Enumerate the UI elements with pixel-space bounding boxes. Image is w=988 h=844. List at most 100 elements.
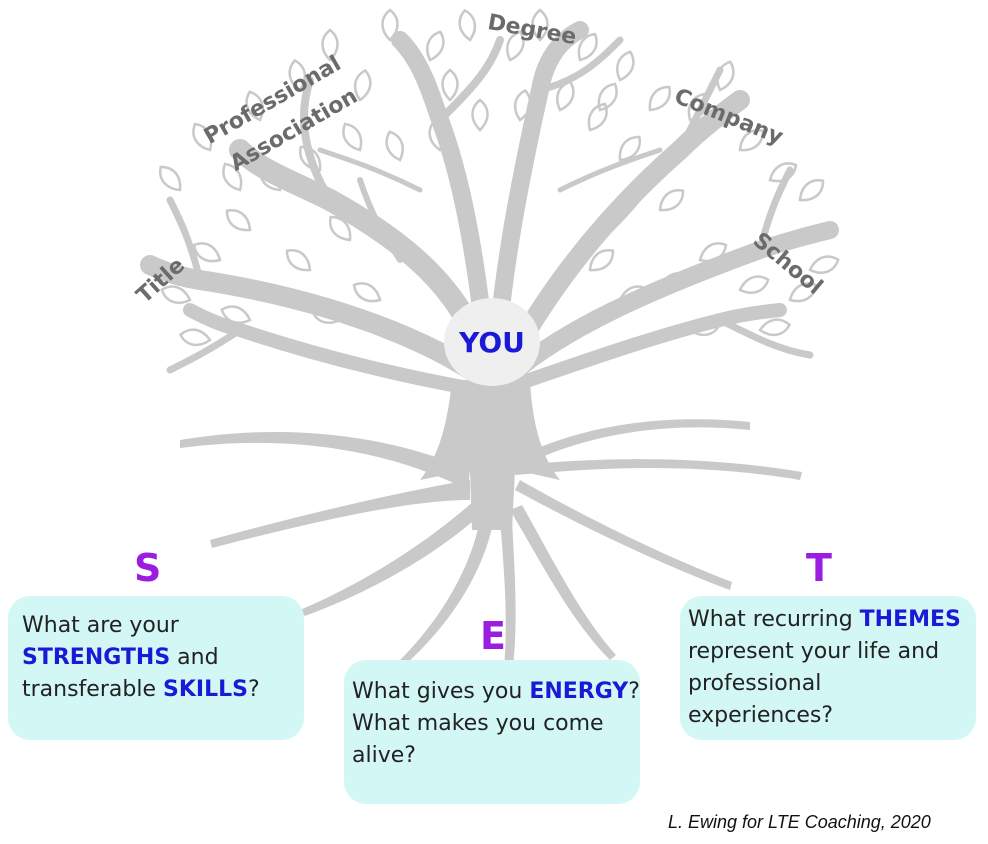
leaf-50 — [222, 162, 243, 192]
leaf-29 — [513, 88, 532, 122]
leaf-16 — [716, 60, 735, 92]
leaf-7 — [381, 8, 399, 42]
leaf-44 — [618, 285, 650, 304]
branch-8 — [493, 303, 787, 397]
leaf-34 — [299, 145, 322, 172]
leaf-42 — [285, 249, 312, 272]
tree-roots — [180, 419, 802, 700]
leaf-31 — [428, 118, 447, 152]
leaf-39 — [178, 328, 212, 347]
leaf-5 — [321, 28, 339, 62]
strengths-line-1: What are your — [22, 613, 179, 638]
leaf-26 — [618, 135, 641, 162]
tree-branches — [140, 21, 839, 397]
energy-line-2: What makes you come — [352, 711, 604, 736]
branch-16 — [716, 316, 814, 359]
strengths-line-3: transferable SKILLS? — [22, 674, 304, 706]
leaf-19 — [798, 179, 825, 202]
leaf-25 — [658, 189, 685, 212]
leaf-23 — [738, 275, 770, 294]
leaf-37 — [192, 242, 222, 263]
root-3 — [300, 500, 480, 616]
themes-line-4: experiences? — [688, 703, 834, 728]
leaf-41 — [252, 282, 282, 303]
branch-17 — [357, 177, 403, 263]
themes-line-1: What recurring THEMES — [688, 604, 976, 636]
leaf-47 — [352, 282, 382, 303]
root-9 — [512, 419, 750, 470]
branch-18 — [597, 157, 663, 243]
tree-leaves — [159, 8, 840, 347]
letter-t: T — [806, 546, 832, 590]
leaf-49 — [688, 318, 722, 337]
leaf-52 — [597, 82, 618, 112]
credit-line: L. Ewing for LTE Coaching, 2020 — [668, 812, 931, 832]
leaf-11 — [531, 8, 549, 42]
leaf-8 — [426, 30, 445, 62]
root-7 — [515, 480, 732, 590]
branch-7 — [183, 303, 487, 397]
leaf-38 — [160, 285, 192, 304]
branch-20 — [317, 147, 423, 193]
leaf-33 — [342, 122, 363, 152]
leaf-10 — [506, 30, 525, 62]
leaf-27 — [587, 102, 608, 132]
leaf-13 — [616, 50, 635, 82]
leaf-1 — [159, 165, 182, 192]
leaf-28 — [556, 80, 575, 112]
you-circle: YOU — [444, 298, 540, 386]
branch-6 — [140, 255, 495, 390]
energy-qmark: ? — [628, 679, 640, 704]
leaf-36 — [225, 209, 252, 232]
energy-line-3: alive? — [352, 743, 416, 768]
skills-keyword: SKILLS — [162, 677, 248, 702]
branch-15 — [166, 326, 244, 374]
themes-line-3: professional — [688, 671, 822, 696]
leaf-43 — [329, 215, 352, 242]
leaf-17 — [738, 129, 765, 152]
strengths-transferable: transferable — [22, 677, 163, 702]
leaf-6 — [353, 68, 372, 102]
themes-line-2: represent your life and — [688, 639, 940, 664]
energy-keyword: ENERGY — [529, 679, 629, 704]
leaf-14 — [648, 85, 671, 112]
leaf-35 — [259, 165, 282, 192]
root-5 — [500, 520, 516, 700]
branch-5 — [496, 221, 839, 389]
themes-box: What recurring THEMES represent your lif… — [680, 596, 976, 740]
tree-trunk — [420, 380, 560, 530]
leaf-18 — [768, 162, 798, 183]
strengths-keyword: STRENGTHS — [22, 645, 171, 670]
branch-11 — [536, 36, 624, 94]
energy-prefix: What gives you — [352, 679, 530, 704]
leaf-32 — [385, 130, 404, 162]
leaf-3 — [245, 90, 264, 122]
strengths-line-2: STRENGTHS and — [22, 642, 304, 674]
root-8 — [515, 459, 802, 480]
letter-e: E — [480, 614, 506, 658]
leaf-2 — [192, 122, 213, 152]
energy-box: What gives you ENERGY? What makes you co… — [344, 660, 640, 804]
themes-prefix: What recurring — [688, 607, 860, 632]
branch-19 — [557, 147, 663, 193]
letter-s: S — [134, 546, 162, 590]
root-4 — [400, 520, 492, 664]
root-2 — [210, 480, 470, 548]
strengths-qmark: ? — [247, 677, 260, 702]
leaf-22 — [758, 318, 792, 337]
branch-14 — [166, 196, 204, 284]
strengths-box: What are your STRENGTHS and transferable… — [8, 596, 304, 740]
leaf-30 — [471, 98, 489, 132]
leaf-21 — [788, 282, 818, 303]
root-6 — [510, 505, 616, 660]
leaf-48 — [310, 305, 342, 324]
leaf-12 — [577, 32, 598, 62]
leaf-20 — [808, 255, 840, 274]
themes-keyword: THEMES — [859, 607, 961, 632]
leaf-45 — [658, 272, 688, 293]
strengths-and: and — [170, 645, 219, 670]
leaf-40 — [220, 305, 252, 324]
leaf-9 — [458, 8, 477, 42]
you-label: YOU — [459, 325, 525, 359]
